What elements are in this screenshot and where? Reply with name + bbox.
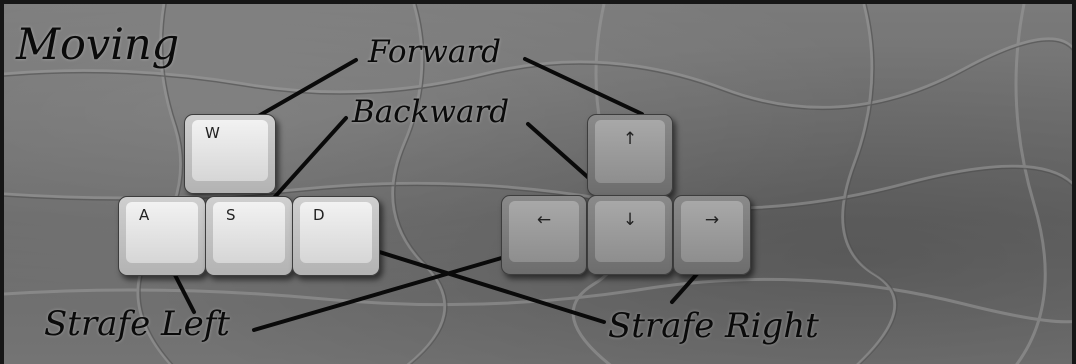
a-key-label: A (139, 206, 149, 224)
s-key-label: S (226, 206, 236, 224)
right-arrow-icon: → (674, 210, 750, 230)
right-arrow-key: → (673, 195, 751, 275)
forward-up-line (525, 59, 642, 114)
backward-label: Backward (352, 94, 509, 130)
d-key: D (292, 196, 380, 276)
s-key: S (205, 196, 293, 276)
forward-label: Forward (368, 34, 501, 70)
d-key-label: D (313, 206, 325, 224)
strafe-left-label: Strafe Left (44, 304, 230, 344)
up-arrow-key: ↑ (587, 114, 673, 196)
a-key: A (118, 196, 206, 276)
page-title: Moving (16, 20, 179, 70)
down-arrow-icon: ↓ (588, 210, 672, 230)
down-arrow-key: ↓ (587, 195, 673, 275)
left-arrow-icon: ← (502, 210, 586, 230)
w-key-label: W (205, 124, 220, 142)
w-key: W (184, 114, 276, 194)
up-arrow-icon: ↑ (588, 129, 672, 149)
strafe-right-label: Strafe Right (608, 306, 819, 346)
left-arrow-key: ← (501, 195, 587, 275)
